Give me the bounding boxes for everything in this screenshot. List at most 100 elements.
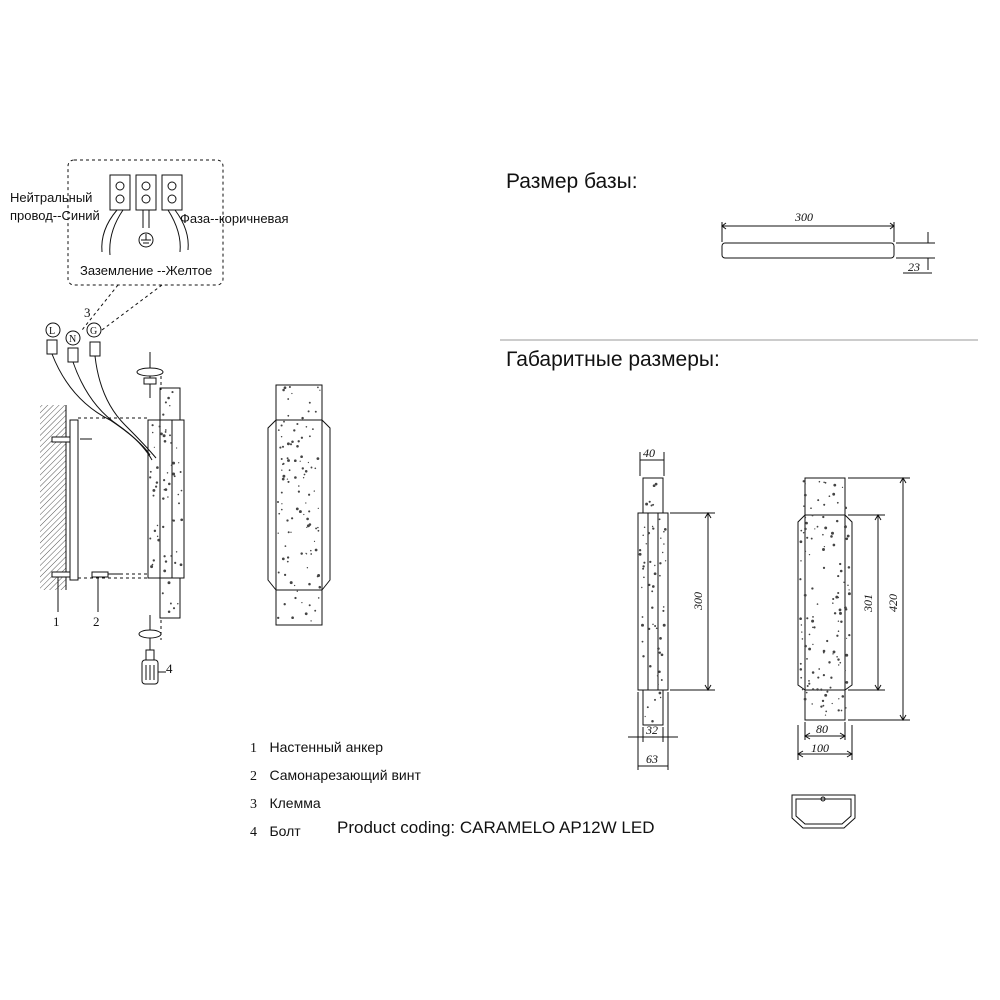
speckle-dot [824, 693, 828, 697]
speckle-dot [167, 496, 169, 498]
speckle-dot [804, 687, 806, 689]
speckle-dot [641, 616, 644, 618]
speckle-dot [835, 519, 839, 523]
speckle-dot [169, 405, 171, 407]
speckle-dot [845, 653, 849, 657]
speckle-dot [177, 493, 180, 496]
speckle-dot [822, 533, 824, 536]
speckle-dot [833, 612, 837, 615]
mounting-plate [70, 420, 78, 580]
speckle-dot [319, 389, 321, 391]
speckle-dot [832, 602, 834, 604]
speckle-dot [837, 709, 840, 712]
speckle-dot [847, 584, 849, 586]
speckle-dot [277, 429, 280, 431]
speckle-dot [167, 610, 171, 614]
speckle-dot [318, 585, 322, 589]
speckle-dot [177, 602, 179, 605]
speckle-dot [830, 676, 833, 679]
speckle-dot [812, 643, 814, 646]
speckle-dot [150, 565, 154, 569]
speckle-dot [835, 595, 839, 599]
speckle-dot [289, 581, 293, 585]
speckle-dot [305, 426, 308, 428]
phase-wire-label: Фаза--коричневая [180, 211, 289, 226]
speckle-dot [800, 529, 803, 532]
speckle-dot [175, 447, 178, 449]
speckle-dot [317, 386, 319, 389]
speckle-dot [821, 699, 825, 703]
speckle-dot [286, 519, 289, 522]
speckle-dot [179, 471, 182, 473]
legend-number: 2 [250, 769, 257, 784]
speckle-dot [314, 467, 317, 470]
speckle-dot [816, 688, 819, 691]
speckle-dot [172, 461, 176, 465]
base-size-heading: Размер базы: [506, 170, 638, 193]
wall-anchors [52, 437, 120, 577]
speckle-dot [660, 537, 662, 539]
speckle-dot [162, 434, 166, 438]
speckle-dot [831, 702, 833, 705]
speckle-dot [170, 555, 172, 557]
speckle-dot [839, 562, 842, 566]
speckle-dot [661, 551, 664, 554]
speckle-dot [804, 516, 807, 519]
speckle-dot [284, 545, 287, 547]
speckle-dot [648, 500, 651, 503]
speckle-dot [307, 461, 310, 464]
speckle-dot [173, 475, 176, 478]
base-top-view [722, 222, 935, 273]
speckle-dot [280, 458, 283, 460]
dim-side-bottom-inner: 32 [645, 723, 658, 737]
speckle-dot [652, 503, 655, 506]
speckle-dot [287, 459, 290, 462]
speckle-dot [845, 608, 848, 611]
speckle-dot [317, 526, 319, 529]
speckle-dot [276, 500, 280, 504]
speckle-dot [180, 489, 183, 492]
speckle-dot [832, 492, 836, 496]
speckle-dot [812, 616, 814, 618]
speckle-dot [654, 698, 656, 701]
speckle-dot [826, 639, 829, 643]
speckle-dot [293, 584, 296, 587]
speckle-dot [808, 680, 810, 682]
speckle-dot [651, 590, 654, 593]
speckle-dot [291, 440, 294, 443]
speckle-dot [300, 436, 304, 439]
legend-number: 4 [250, 825, 257, 840]
speckle-dot [816, 525, 819, 528]
speckle-dot [178, 462, 180, 464]
speckle-dot [638, 552, 642, 556]
speckle-dot [806, 685, 809, 687]
speckle-dot [846, 637, 848, 639]
speckle-dot [799, 578, 802, 581]
speckle-dot [283, 420, 285, 423]
speckle-dot [848, 589, 850, 591]
speckle-dot [801, 631, 803, 633]
speckle-dot [814, 528, 816, 530]
speckle-dot [314, 410, 317, 413]
speckle-dot [654, 564, 656, 567]
speckle-dot [279, 446, 282, 449]
speckle-dot [317, 597, 320, 599]
speckle-dot [844, 525, 847, 527]
speckle-dot [153, 529, 157, 533]
callout-2: 2 [93, 614, 100, 629]
speckle-dot [280, 491, 283, 494]
speckle-dot [305, 552, 307, 554]
speckle-dot [650, 504, 653, 507]
speckle-dot [314, 609, 317, 612]
speckle-dot [167, 396, 170, 400]
speckle-dot [822, 566, 826, 570]
speckle-dot [651, 525, 654, 528]
speckle-dot [810, 537, 813, 540]
speckle-dot [832, 650, 836, 654]
speckle-dot [804, 527, 807, 531]
speckle-dot [657, 647, 660, 650]
wiring-terminal-block [102, 175, 188, 255]
speckle-dot [663, 528, 667, 531]
speckle-dot [306, 517, 309, 521]
speckle-dot [648, 627, 651, 631]
